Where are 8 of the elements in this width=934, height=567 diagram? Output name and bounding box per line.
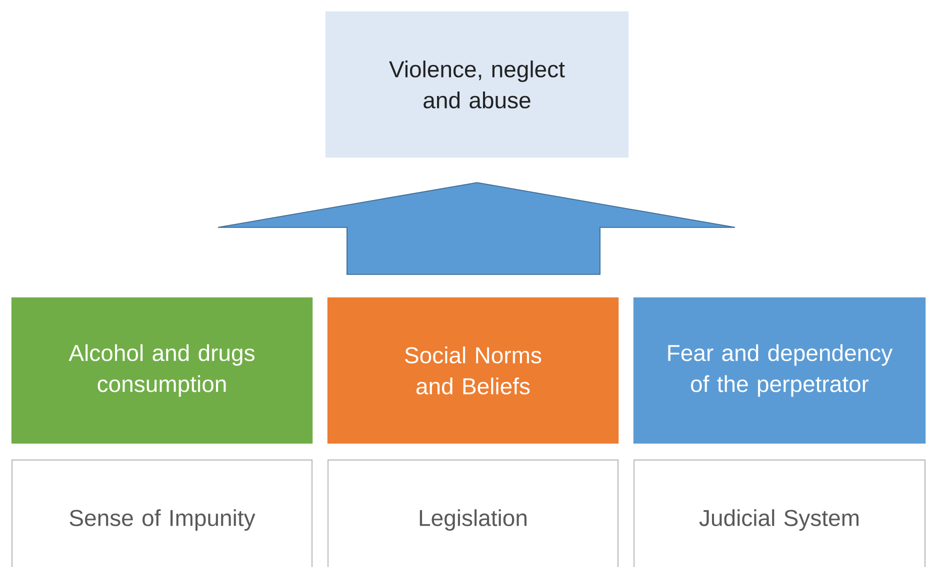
factor-box: Social Norms and Beliefs	[327, 297, 619, 444]
context-box: Legislation	[327, 459, 619, 567]
block-arrow	[218, 182, 736, 275]
context-box: Sense of Impunity	[11, 459, 313, 567]
outcome-box: Violence, neglect and abuse	[325, 11, 629, 158]
factor-box: Alcohol and drugs consumption	[11, 297, 313, 444]
factor-box: Fear and dependency of the perpetrator	[633, 297, 926, 444]
context-box: Judicial System	[633, 459, 926, 567]
